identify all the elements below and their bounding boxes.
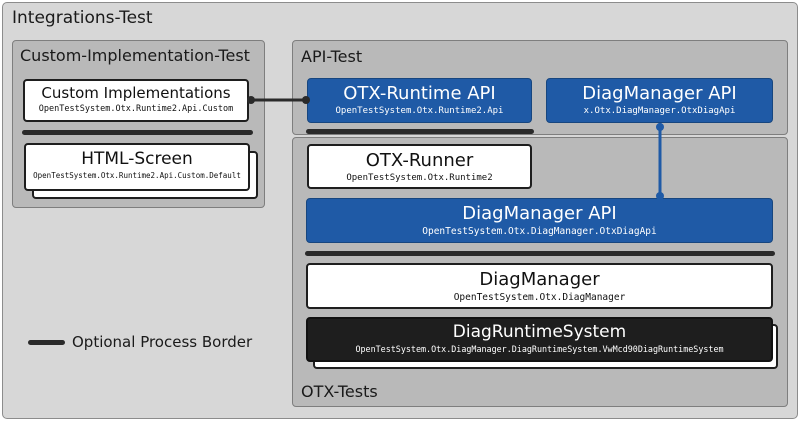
otx-runtime-api-subtitle: OpenTestSystem.Otx.Runtime2.Api [335,105,504,116]
diagruntimesystem-title: DiagRuntimeSystem [452,322,627,342]
diagmanager-api-box: DiagManager API OpenTestSystem.Otx.DiagM… [306,198,773,243]
process-border-custom [22,130,253,135]
diagmanager-api-top-subtitle: x.Otx.DiagManager.OtxDiagApi [583,105,736,116]
custom-implementations-box: Custom Implementations OpenTestSystem.Ot… [23,79,249,122]
process-border-tests [305,251,775,256]
legend-process-border-label: Optional Process Border [72,333,253,351]
legend-process-border-line [28,340,65,345]
otx-runner-title: OTX-Runner [365,150,474,171]
html-screen-box: HTML-Screen OpenTestSystem.Otx.Runtime2.… [24,143,250,191]
otx-tests-title: OTX-Tests [301,382,378,401]
otx-runner-box: OTX-Runner OpenTestSystem.Otx.Runtime2 [307,144,532,189]
diagruntimesystem-subtitle: OpenTestSystem.Otx.DiagManager.DiagRunti… [355,343,724,354]
otx-runtime-api-box: OTX-Runtime API OpenTestSystem.Otx.Runti… [307,78,532,123]
diagruntimesystem-box: DiagRuntimeSystem OpenTestSystem.Otx.Dia… [306,317,773,362]
html-screen-subtitle: OpenTestSystem.Otx.Runtime2.Api.Custom.D… [33,170,241,180]
html-screen-title: HTML-Screen [81,149,193,169]
diagmanager-api-subtitle: OpenTestSystem.Otx.DiagManager.OtxDiagAp… [422,225,657,237]
integrations-test-title: Integrations-Test [12,8,153,28]
custom-implementation-test-title: Custom-Implementation-Test [20,46,250,65]
diagmanager-title: DiagManager [479,269,600,290]
process-border-api [306,129,534,134]
diagmanager-api-top-title: DiagManager API [582,83,737,104]
diagmanager-api-top-box: DiagManager API x.Otx.DiagManager.OtxDia… [546,78,773,123]
custom-implementations-subtitle: OpenTestSystem.Otx.Runtime2.Api.Custom [38,103,234,114]
diagmanager-box: DiagManager OpenTestSystem.Otx.DiagManag… [306,263,773,309]
diagmanager-subtitle: OpenTestSystem.Otx.DiagManager [453,291,626,303]
custom-implementations-title: Custom Implementations [41,84,231,102]
diagmanager-api-title: DiagManager API [462,203,617,224]
otx-runtime-api-title: OTX-Runtime API [343,83,496,104]
otx-runner-subtitle: OpenTestSystem.Otx.Runtime2 [346,172,493,183]
api-test-title: API-Test [301,47,363,66]
